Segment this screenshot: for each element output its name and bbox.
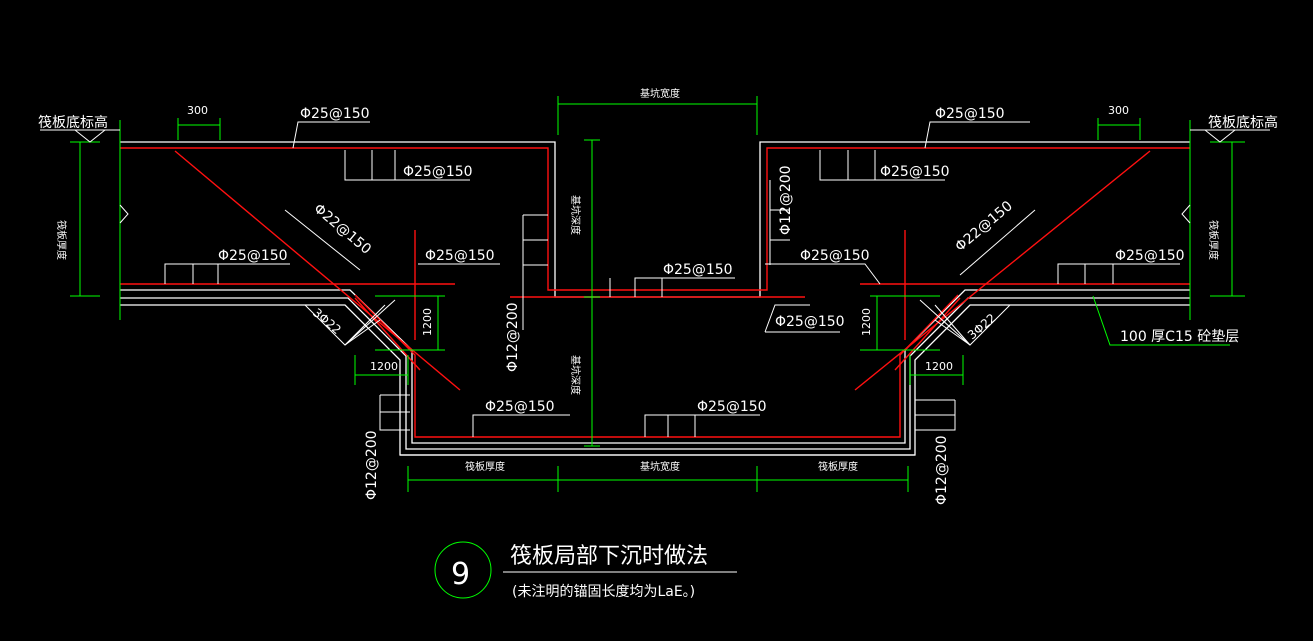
bottom-dim-mid: 基坑宽度 [640, 460, 680, 473]
leader-lines [40, 121, 1270, 573]
pit-depth-lower-label: 基坑深度 [569, 355, 582, 395]
dim-300-right: 300 [1108, 104, 1129, 117]
cushion-label: 100 厚C15 砼垫层 [1120, 329, 1239, 345]
rebar-top-right: Φ25@150 [935, 106, 1005, 122]
rebar-mid-left-2: Φ25@150 [425, 248, 495, 264]
rebar-pit-bot-left: Φ25@150 [485, 399, 555, 415]
rebar-top-left-2: Φ25@150 [403, 164, 473, 180]
rebar-pit-top: Φ25@150 [663, 262, 733, 278]
rebar-pit-mid-right: Φ25@150 [775, 314, 845, 330]
stirrup-bot-right: Φ12@200 [934, 435, 950, 505]
dim-1200-h-left: 1200 [370, 360, 398, 373]
rebar-mid-left: Φ25@150 [218, 248, 288, 264]
drawing-title: 筏板局部下沉时做法 [510, 544, 708, 569]
pit-width-top-label: 基坑宽度 [640, 87, 680, 100]
stirrup-bot-left: Φ12@200 [364, 430, 380, 500]
rebar-lines [120, 147, 1190, 438]
raft-thickness-left: 筏板厚度 [55, 220, 68, 260]
dimension-lines [70, 96, 1245, 599]
pit-depth-label: 基坑深度 [569, 195, 582, 235]
bottom-dim-right: 筏板厚度 [818, 460, 858, 473]
dim-1200-h-right: 1200 [925, 360, 953, 373]
rebar-mid-right: Φ25@150 [800, 248, 870, 264]
stirrup-v-right: Φ12@200 [778, 165, 794, 235]
raft-bottom-label-right: 筏板底标高 [1208, 114, 1278, 131]
rebar-top-left: Φ25@150 [300, 106, 370, 122]
rebar-top-right-2: Φ25@150 [880, 164, 950, 180]
detail-number: 9 [451, 557, 470, 592]
drawing-subtitle: (未注明的锚固长度均为LaE。) [512, 584, 695, 600]
rebar-corner-right: 3Φ22 [965, 311, 999, 343]
concrete-outline [120, 141, 1190, 456]
text-labels: 筏板底标高 筏板底标高 300 300 基坑宽度 筏板厚度 筏板厚度 基坑深度 … [38, 87, 1278, 600]
raft-bottom-label-left: 筏板底标高 [38, 114, 108, 131]
rebar-diag-right: Φ22@150 [952, 198, 1016, 255]
rebar-pit-bot-right: Φ25@150 [697, 399, 767, 415]
rebar-mid-right-2: Φ25@150 [1115, 248, 1185, 264]
bottom-dim-left: 筏板厚度 [465, 460, 505, 473]
rebar-corner-left: 3Φ22 [310, 306, 344, 338]
stirrup-v-left: Φ12@200 [505, 302, 521, 372]
raft-thickness-right: 筏板厚度 [1207, 220, 1220, 260]
dim-300-left: 300 [187, 104, 208, 117]
dim-1200-v-left: 1200 [421, 308, 434, 336]
dim-1200-v-right: 1200 [860, 308, 873, 336]
rebar-diag-left: Φ22@150 [310, 201, 374, 258]
